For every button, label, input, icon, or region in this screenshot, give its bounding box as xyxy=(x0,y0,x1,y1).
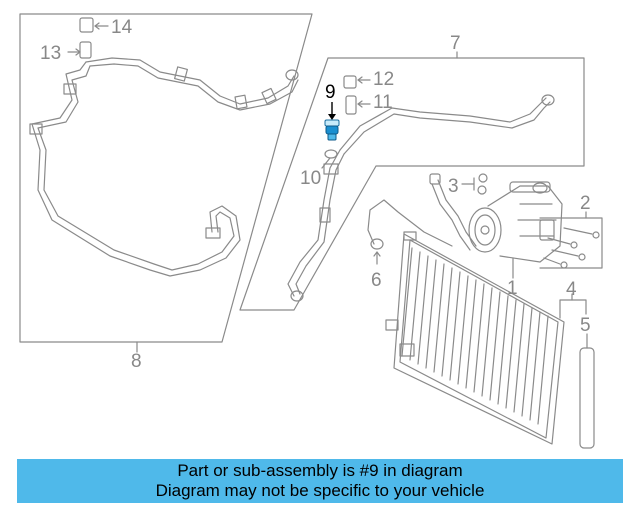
part-1-compressor xyxy=(468,181,563,263)
hose-7-lower xyxy=(287,149,341,297)
callout-1: 1 xyxy=(507,278,518,299)
leader-4 xyxy=(559,299,587,319)
part-9-switch-highlight xyxy=(324,102,340,141)
banner-line-1: Part or sub-assembly is #9 in diagram xyxy=(177,461,463,480)
hose-8-top xyxy=(85,57,295,105)
callout-7: 7 xyxy=(450,33,461,54)
part-13-valve xyxy=(79,41,92,59)
part-6-line xyxy=(367,199,453,247)
callout-6: 6 xyxy=(371,270,382,291)
condenser xyxy=(385,231,565,445)
part-11-valve xyxy=(345,95,357,115)
part-3-bolt xyxy=(478,173,488,183)
callout-14: 14 xyxy=(111,17,133,38)
part-10-oring xyxy=(324,149,338,159)
panel-7-outline xyxy=(239,57,585,311)
diagram-svg: 14 13 7 12 11 9 10 3 2 6 1 4 5 8 xyxy=(19,13,603,449)
callout-9: 9 xyxy=(325,82,336,103)
panel-8-outline xyxy=(19,13,313,343)
callout-10: 10 xyxy=(300,168,321,189)
part-2-box xyxy=(539,217,603,269)
callout-3: 3 xyxy=(448,176,459,197)
part-14-cap xyxy=(79,17,94,33)
part-5-drier xyxy=(579,347,595,449)
callout-4: 4 xyxy=(566,279,577,300)
hose-7-upper xyxy=(339,97,547,151)
hose-8-upper xyxy=(31,61,241,277)
callout-8: 8 xyxy=(131,351,142,372)
info-banner: Part or sub-assembly is #9 in diagram Di… xyxy=(17,459,623,503)
leader-10 xyxy=(321,157,331,169)
callout-11: 11 xyxy=(373,92,393,113)
part-2-bolts xyxy=(543,227,600,269)
part-12-cap xyxy=(343,75,357,89)
callout-2: 2 xyxy=(580,193,591,214)
callout-13: 13 xyxy=(40,43,61,64)
callout-5: 5 xyxy=(580,315,591,336)
callout-12: 12 xyxy=(373,69,394,90)
banner-line-2: Diagram may not be specific to your vehi… xyxy=(155,481,485,500)
